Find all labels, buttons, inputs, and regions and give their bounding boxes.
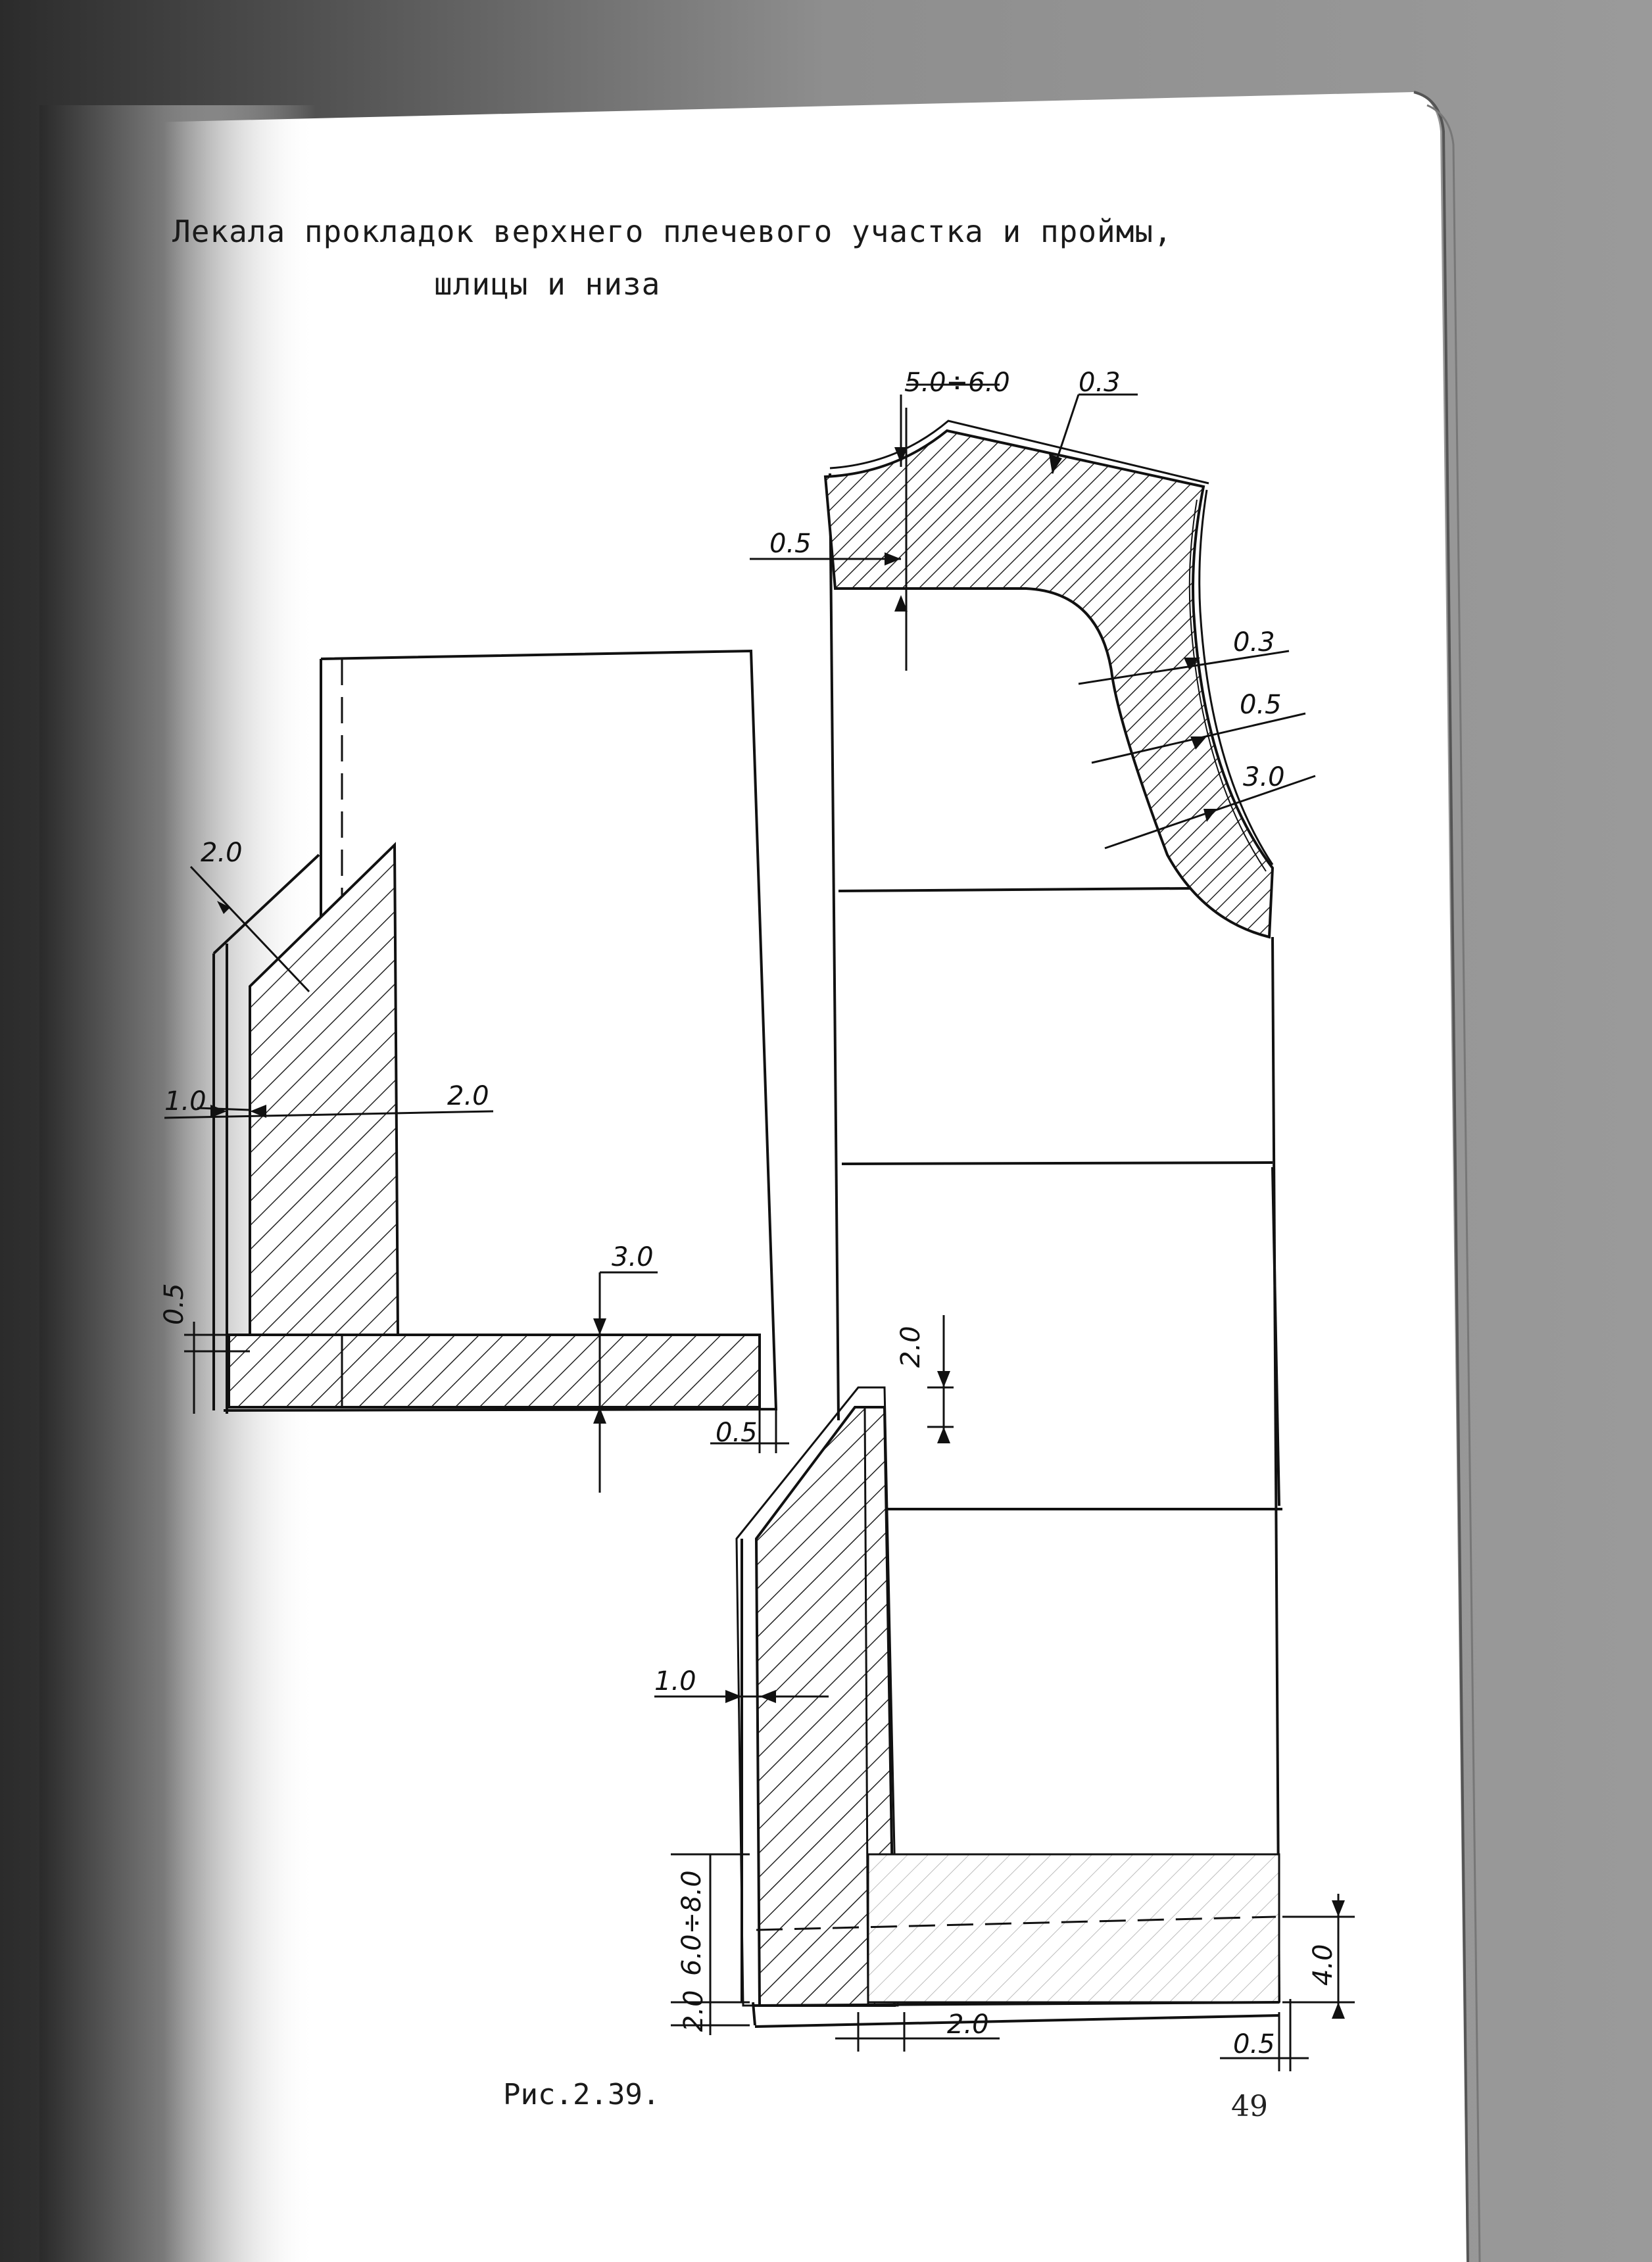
right-hem-hatch [867,1853,1280,2004]
dim-armhole-top-edge: 0.3 [1079,368,1121,398]
page-number: 49 [1231,2090,1268,2123]
left-hem-hatch [228,1334,761,1408]
dim-right-bottom-width: 2.0 [947,2009,989,2040]
armhole-facing-hatch [823,429,1275,939]
dim-left-hem-right-offset: 0.5 [716,1418,758,1448]
dim-right-vent-left: 1.0 [654,1666,696,1696]
dimension-labels: 5.0÷6.0 0.3 0.5 0.3 0.5 3.0 2.0 1.0 2.0 … [159,368,1338,2059]
left-dimension-lines [164,865,789,1493]
page-title-line-1: Лекала прокладок верхнего плечевого учас… [172,214,1173,249]
dim-left-hem-height: 3.0 [612,1242,654,1272]
dim-right-hem-height: 6.0÷8.0 [677,1870,707,1976]
dim-right-offset: 0.5 [1233,2029,1275,2059]
dim-right-top-vertical: 2.0 [896,1326,926,1368]
dimension-arrows [210,447,1345,2019]
vent-facing-hatch [754,1406,896,2007]
dim-right-bottom-offset: 2.0 [679,1990,709,2032]
dim-armhole-curve-2: 0.5 [1240,690,1282,720]
right-pattern-piece [735,408,1282,2028]
dim-armhole-left-offset: 0.5 [769,529,812,559]
left-outline [223,649,778,1412]
page-edge [1413,91,1469,2262]
dim-armhole-curve-1: 0.3 [1233,627,1275,658]
page-edge-back [1426,104,1481,2262]
dim-armhole-curve-3: 3.0 [1243,762,1285,792]
dim-left-top-width: 2.0 [201,838,243,868]
figure-caption: Рис.2.39. [503,2078,660,2111]
right-right-edge [1271,936,1280,2003]
right-left-edge [829,473,840,1421]
dim-left-mid-left: 1.0 [164,1086,206,1117]
dim-right-height: 4.0 [1308,1944,1338,1986]
dim-left-mid-right: 2.0 [447,1081,489,1111]
dim-left-vertical-offset: 0.5 [159,1283,189,1325]
dim-armhole-top-width: 5.0÷6.0 [904,368,1010,398]
page-title-line-2: шлицы и низа [434,266,661,302]
